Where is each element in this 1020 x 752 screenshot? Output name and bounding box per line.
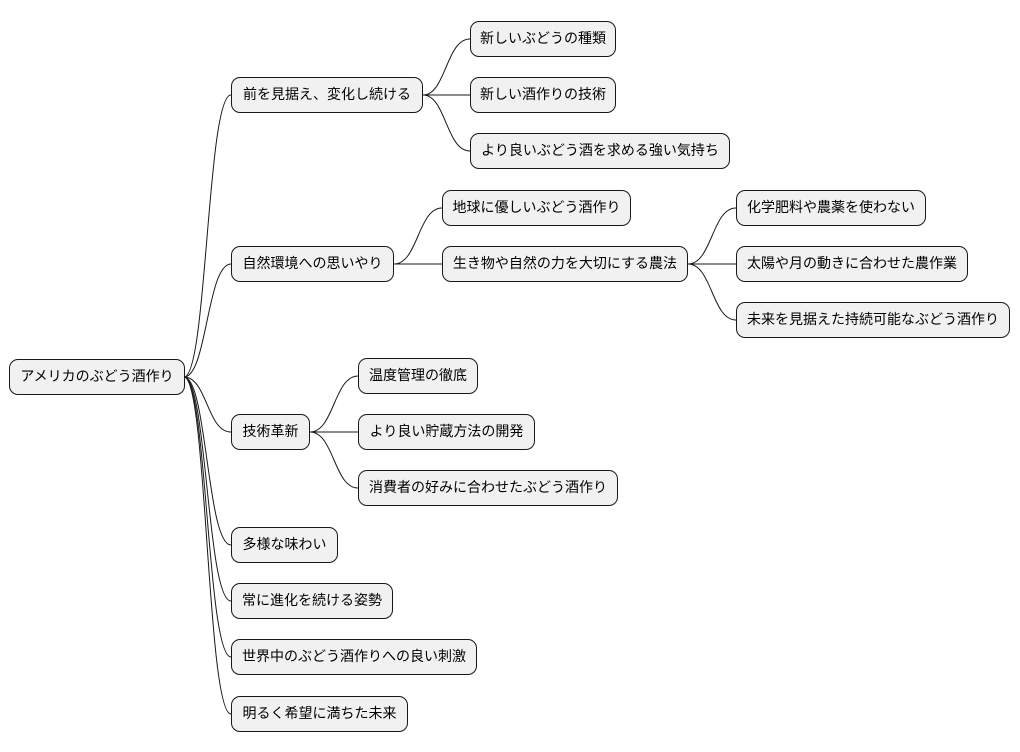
link-root-to-branch-3 (183, 376, 232, 546)
branch-node: 常に進化を続ける姿勢 (231, 583, 393, 619)
leaf-node: 新しい酒作りの技術 (470, 77, 616, 113)
branch-node: 世界中のぶどう酒作りへの良い刺激 (231, 639, 477, 675)
link-branch-2-child-2 (309, 431, 359, 489)
branch-node: 自然環境への思いやり (231, 246, 394, 282)
branch-node: 多様な味わい (231, 527, 338, 563)
leaf-node: より良いぶどう酒を求める強い気持ち (470, 133, 730, 169)
leaf-node: 新しいぶどうの種類 (470, 21, 616, 57)
link-branch-1-child-0 (393, 207, 443, 265)
leaf-node: 未来を見据えた持続可能なぶどう酒作り (736, 302, 1010, 338)
link-root-to-branch-6 (183, 376, 232, 715)
leaf-node: 消費者の好みに合わせたぶどう酒作り (358, 470, 618, 506)
link-root-to-branch-0 (183, 94, 232, 378)
leaf-node: 地球に優しいぶどう酒作り (442, 190, 631, 226)
branch-node: 前を見据え、変化し続ける (231, 77, 423, 113)
branch-node: 明るく希望に満ちた未来 (231, 696, 408, 732)
leaf-node: より良い貯蔵方法の開発 (358, 414, 535, 450)
subbranch-node: 生き物や自然の力を大切にする農法 (442, 246, 688, 282)
leaf-node: 温度管理の徹底 (358, 358, 478, 394)
leaf-node: 太陽や月の動きに合わせた農作業 (736, 246, 968, 282)
root-node: アメリカのぶどう酒作り (9, 359, 185, 395)
link-branch-0-child-2 (422, 94, 471, 152)
link-branch-1-1-grandchild-0 (687, 207, 737, 265)
branch-node: 技術革新 (231, 414, 310, 450)
link-root-to-branch-5 (183, 376, 232, 658)
link-branch-1-1-grandchild-2 (687, 263, 737, 321)
link-root-to-branch-4 (183, 376, 232, 602)
link-branch-2-child-0 (309, 375, 359, 433)
link-root-to-branch-1 (183, 263, 232, 378)
leaf-node: 化学肥料や農薬を使わない (736, 190, 926, 226)
link-branch-0-child-0 (422, 38, 471, 96)
link-root-to-branch-2 (183, 376, 232, 433)
